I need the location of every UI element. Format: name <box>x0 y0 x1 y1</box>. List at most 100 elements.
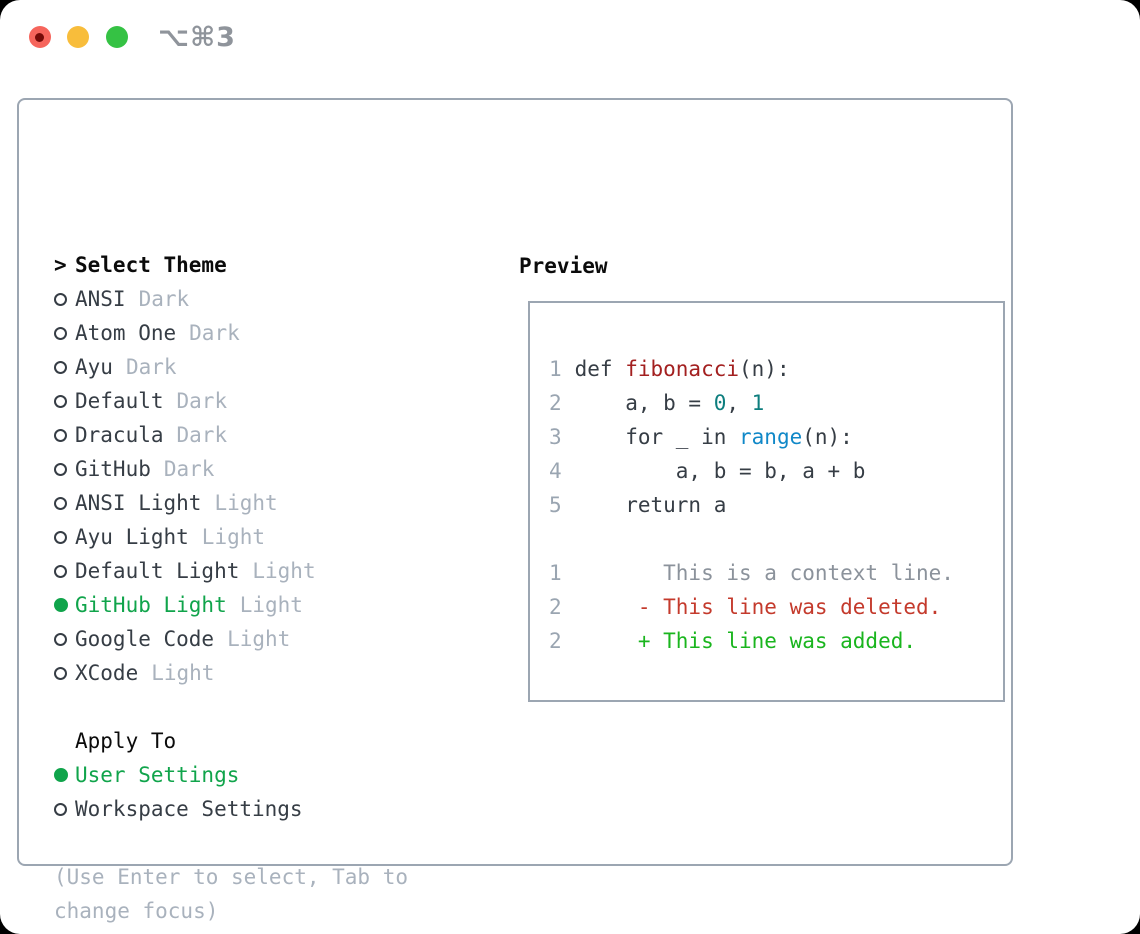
theme-option-ansi-light[interactable]: ANSI Light Light <box>54 486 316 520</box>
radio-marker <box>54 622 75 656</box>
cursor-arrow-icon: > <box>54 253 67 277</box>
theme-variant: Light <box>214 491 278 515</box>
radio-marker <box>54 350 75 384</box>
zoom-window-button[interactable] <box>106 26 128 48</box>
code-line: 2 a, b = 0, 1 <box>549 386 954 420</box>
radio-marker <box>54 758 75 792</box>
theme-list-title: Select Theme <box>75 253 227 277</box>
theme-name: GitHub <box>75 457 151 481</box>
theme-option-default[interactable]: Default Dark <box>54 384 316 418</box>
line-number: 4 <box>549 459 562 483</box>
line-number: 1 <box>549 357 562 381</box>
theme-name: Default Light <box>75 559 240 583</box>
close-window-button[interactable] <box>29 26 51 48</box>
theme-name: XCode <box>75 661 139 685</box>
code-line: 1 def fibonacci(n): <box>549 352 954 386</box>
code-segment: - This line was deleted. <box>562 595 942 619</box>
theme-name: ANSI <box>75 287 126 311</box>
radio-unselected-icon <box>54 666 67 680</box>
code-segment: 0 <box>713 391 727 415</box>
radio-marker <box>54 282 75 316</box>
code-segment: This is a context line. <box>562 561 954 585</box>
theme-variant: Dark <box>176 389 228 413</box>
code-line: 2 + This line was added. <box>549 624 954 658</box>
line-number: 2 <box>549 629 562 653</box>
code-segment: def <box>562 357 626 381</box>
radio-unselected-icon <box>54 632 67 646</box>
radio-unselected-icon <box>54 802 67 816</box>
code-segment: + This line was added. <box>562 629 917 653</box>
apply-to-header-spacer <box>54 724 75 758</box>
line-number: 2 <box>549 391 562 415</box>
theme-variant: Light <box>227 627 291 651</box>
radio-unselected-icon <box>54 360 67 374</box>
radio-marker <box>54 316 75 350</box>
apply-option-label: Workspace Settings <box>75 797 303 821</box>
theme-variant: Light <box>201 525 266 549</box>
theme-option-xcode[interactable]: XCode Light <box>54 656 316 690</box>
theme-option-ansi[interactable]: ANSI Dark <box>54 282 316 316</box>
preview-title: Preview <box>519 254 608 278</box>
theme-variant: Dark <box>138 287 190 311</box>
theme-option-ayu-light[interactable]: Ayu Light Light <box>54 520 316 554</box>
line-number: 3 <box>549 425 562 449</box>
line-number: 1 <box>549 561 562 585</box>
radio-marker <box>54 418 75 452</box>
code-line: 4 a, b = b, a + b <box>549 454 954 488</box>
theme-name: Ayu Light <box>75 525 189 549</box>
radio-unselected-icon <box>54 462 67 476</box>
theme-variant: Dark <box>189 321 240 345</box>
minimize-window-button[interactable] <box>67 26 89 48</box>
radio-selected-icon <box>54 598 68 612</box>
code-segment: 1 <box>751 391 765 415</box>
theme-name: ANSI Light <box>75 491 202 515</box>
radio-unselected-icon <box>54 530 67 544</box>
theme-option-google-code[interactable]: Google Code Light <box>54 622 316 656</box>
code-segment: range <box>739 425 803 449</box>
theme-option-github[interactable]: GitHub Dark <box>54 452 316 486</box>
theme-name: Google Code <box>75 627 215 651</box>
theme-name: Default <box>75 389 164 413</box>
theme-variant: Light <box>239 593 303 617</box>
theme-list-header-row: > Select Theme <box>54 248 316 282</box>
code-line: 3 for _ in range(n): <box>549 420 954 454</box>
code-segment: return a <box>562 493 727 517</box>
theme-variant: Dark <box>163 457 215 481</box>
apply-option-user-settings[interactable]: User Settings <box>54 758 303 792</box>
theme-name: Ayu <box>75 355 113 379</box>
code-line <box>549 522 954 556</box>
theme-variant: Light <box>151 661 215 685</box>
code-line: 2 - This line was deleted. <box>549 590 954 624</box>
radio-marker <box>54 554 75 588</box>
radio-marker <box>54 588 75 622</box>
theme-variant: Light <box>252 559 316 583</box>
radio-unselected-icon <box>54 292 67 306</box>
code-segment: a, b = <box>562 391 714 415</box>
apply-to-title: Apply To <box>75 729 177 753</box>
radio-selected-icon <box>54 768 68 782</box>
theme-option-default-light[interactable]: Default Light Light <box>54 554 316 588</box>
apply-to-header-row: Apply To <box>54 724 303 758</box>
radio-marker <box>54 520 75 554</box>
code-segment: (n): <box>739 357 790 381</box>
theme-name: Dracula <box>75 423 164 447</box>
theme-variant: Dark <box>125 355 177 379</box>
code-segment: (n): <box>802 425 853 449</box>
radio-marker <box>54 452 75 486</box>
theme-option-ayu[interactable]: Ayu Dark <box>54 350 316 384</box>
apply-option-workspace-settings[interactable]: Workspace Settings <box>54 792 303 826</box>
line-number: 2 <box>549 595 562 619</box>
code-line: 5 return a <box>549 488 954 522</box>
radio-unselected-icon <box>54 496 67 510</box>
radio-marker <box>54 384 75 418</box>
window-title-shortcut: ⌥⌘3 <box>158 22 236 53</box>
